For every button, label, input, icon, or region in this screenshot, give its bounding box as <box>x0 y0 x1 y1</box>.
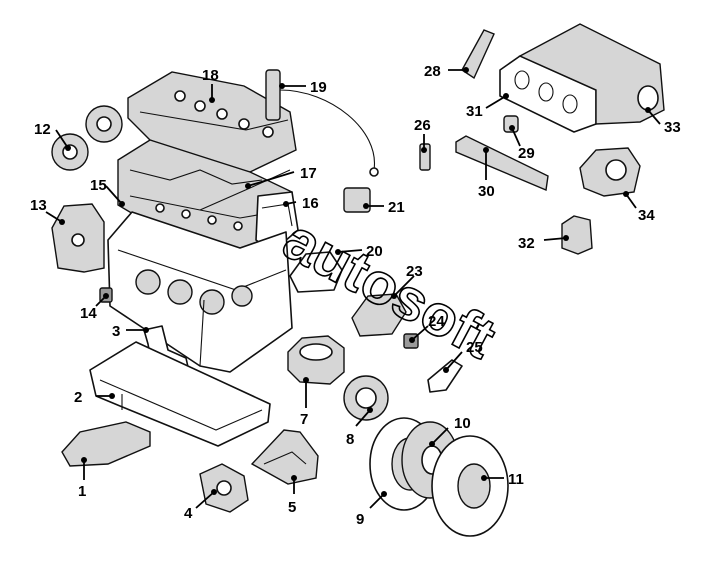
sensor-wire-part <box>265 69 379 177</box>
callout-labels: 1 2 3 4 5 7 8 9 10 11 12 13 14 15 16 17 … <box>30 63 681 528</box>
callout-7: 7 <box>300 411 308 428</box>
callout-30: 30 <box>478 183 495 200</box>
leader-lines <box>45 67 661 509</box>
callout-28: 28 <box>424 63 441 80</box>
callout-20: 20 <box>366 243 383 260</box>
timing-cover-plate-part <box>51 203 105 273</box>
throttle-body-part <box>579 147 641 197</box>
callout-10: 10 <box>454 415 471 432</box>
callout-16: 16 <box>302 195 319 212</box>
callout-2: 2 <box>74 389 82 406</box>
sensor-bracket-part <box>351 293 407 337</box>
callout-3: 3 <box>112 323 120 340</box>
intake-manifold-part <box>518 23 665 125</box>
water-pump-part <box>343 375 389 421</box>
engine-mount-part <box>199 463 249 513</box>
callout-4: 4 <box>184 505 193 522</box>
callout-17: 17 <box>300 165 317 182</box>
callout-5: 5 <box>288 499 296 516</box>
callout-24: 24 <box>428 313 445 330</box>
callout-11: 11 <box>508 471 524 488</box>
callout-13: 13 <box>30 197 47 214</box>
callout-33: 33 <box>664 119 681 136</box>
engine-mount-bracket-part <box>61 421 151 467</box>
callout-15: 15 <box>90 177 107 194</box>
fuel-rail-part <box>455 135 549 191</box>
callout-34: 34 <box>638 207 655 224</box>
callout-32: 32 <box>518 235 535 252</box>
rubber-mount-part <box>561 215 593 255</box>
oil-pan-part <box>89 341 271 447</box>
callout-1: 1 <box>78 483 86 500</box>
callout-19: 19 <box>310 79 327 96</box>
callout-18: 18 <box>202 67 219 84</box>
callout-9: 9 <box>356 511 364 528</box>
mount-bracket-part <box>250 429 319 485</box>
pressure-plate-part <box>431 435 509 537</box>
callout-23: 23 <box>406 263 423 280</box>
distributor-part <box>287 335 345 385</box>
support-bracket-part <box>461 29 495 80</box>
thermostat-housing-part <box>289 251 343 293</box>
bracket-part <box>427 359 463 393</box>
callout-14: 14 <box>80 305 97 322</box>
camshaft-pulleys-part <box>51 105 123 171</box>
callout-29: 29 <box>518 145 535 162</box>
callout-8: 8 <box>346 431 354 448</box>
callout-31: 31 <box>466 103 483 120</box>
callout-21: 21 <box>388 199 405 216</box>
callout-12: 12 <box>34 121 51 138</box>
callout-26: 26 <box>414 117 431 134</box>
callout-25: 25 <box>466 339 483 356</box>
